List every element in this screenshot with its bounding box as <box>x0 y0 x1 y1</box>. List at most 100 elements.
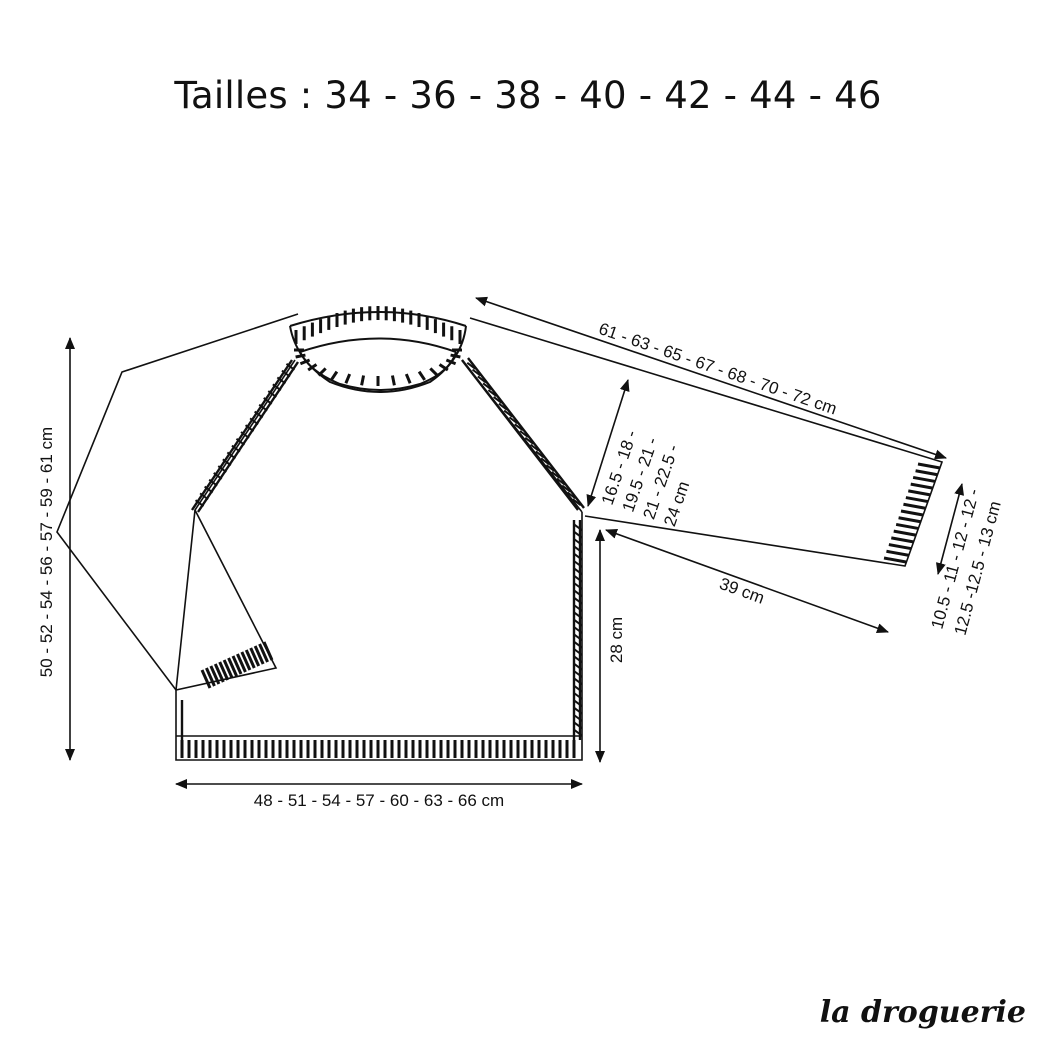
rib-stroke <box>222 458 232 467</box>
rib-stroke <box>404 373 412 384</box>
rib-stroke <box>573 677 583 686</box>
rib-stroke <box>573 589 583 598</box>
rib-stroke <box>908 489 931 497</box>
rib-stroke <box>226 451 236 460</box>
rib-stroke <box>244 424 255 432</box>
rib-stroke <box>262 641 274 661</box>
rib-stroke <box>912 475 936 483</box>
rib-stroke <box>573 618 583 627</box>
rib-stroke <box>253 645 265 665</box>
hem-ribbing <box>176 735 582 758</box>
rib-stroke <box>573 648 583 656</box>
rib-stroke <box>573 552 583 561</box>
rib-stroke <box>213 472 223 480</box>
rib-stroke <box>240 651 252 671</box>
rib-stroke <box>572 498 582 506</box>
rib-stroke <box>573 670 583 678</box>
rib-stroke <box>886 549 909 557</box>
neckband <box>289 306 467 393</box>
armhole-label: 16.5 - 18 - 19.5 - 21 - 21 - 22.5 - 24 c… <box>598 428 693 529</box>
rib-stroke <box>204 485 214 494</box>
rib-stroke <box>200 669 212 689</box>
rib-stroke <box>917 462 941 470</box>
rib-stroke <box>227 657 238 677</box>
rib-stroke <box>205 667 216 687</box>
rib-stroke <box>573 640 583 649</box>
rib-stroke <box>573 582 583 590</box>
rib-stroke <box>573 596 583 605</box>
rib-stroke <box>888 543 912 551</box>
rib-stroke <box>267 390 277 398</box>
rib-stroke <box>231 655 243 675</box>
rib-stroke <box>244 649 256 669</box>
rib-stroke <box>573 626 583 634</box>
rib-stroke <box>258 643 269 663</box>
raglan-cables <box>180 357 585 740</box>
rib-stroke <box>285 363 296 371</box>
right-cuff-ribbing <box>883 462 941 564</box>
rib-stroke <box>573 633 583 642</box>
rib-stroke <box>258 403 268 412</box>
cuff-label: 10.5 - 11 - 12 - 12 - 12.5 -12.5 - 13 cm <box>928 487 1005 637</box>
rib-stroke <box>573 538 583 546</box>
rib-stroke <box>551 471 561 479</box>
rib-stroke <box>360 375 366 386</box>
width-label: 48 - 51 - 54 - 57 - 60 - 63 - 66 cm <box>254 791 504 810</box>
rib-stroke <box>344 373 352 384</box>
rib-stroke <box>573 692 583 700</box>
rib-stroke <box>417 370 426 381</box>
underarm-sleeve-arrow <box>605 529 889 633</box>
page-title: Tailles : 34 - 36 - 38 - 40 - 42 - 44 - … <box>174 74 882 117</box>
brand-logo: la droguerie <box>819 995 1026 1030</box>
rib-stroke <box>573 655 583 664</box>
rib-stroke <box>450 353 461 359</box>
rib-stroke <box>573 567 583 576</box>
dimension-arrows <box>65 296 964 789</box>
rib-stroke <box>573 545 583 554</box>
rib-stroke <box>545 464 555 472</box>
rib-stroke <box>573 714 583 722</box>
rib-stroke <box>573 574 583 583</box>
rib-stroke <box>573 728 583 737</box>
rib-stroke <box>249 417 259 426</box>
rib-stroke <box>573 530 583 539</box>
rib-stroke <box>915 469 938 477</box>
rib-stroke <box>231 444 241 453</box>
body <box>175 509 583 761</box>
sleeve-total-label: 61 - 63 - 65 - 67 - 68 - 70 - 72 cm <box>596 319 839 418</box>
rib-stroke <box>573 523 583 532</box>
sweater-outline <box>56 313 944 761</box>
rib-stroke <box>445 358 457 366</box>
armhole-arrow <box>586 379 630 507</box>
rib-stroke <box>573 684 583 693</box>
rib-stroke <box>281 369 291 378</box>
rib-stroke <box>222 659 234 679</box>
rib-stroke <box>891 536 914 544</box>
rib-stroke <box>466 362 476 370</box>
left-sleeve <box>56 313 299 691</box>
rib-stroke <box>898 516 921 524</box>
rib-stroke <box>213 663 225 683</box>
rib-stroke <box>573 699 583 708</box>
rib-stroke <box>573 662 583 671</box>
rib-stroke <box>235 438 246 446</box>
rib-stroke <box>218 661 230 681</box>
rib-stroke <box>900 509 924 517</box>
cuff-arrow <box>936 483 964 575</box>
rib-stroke <box>903 502 926 510</box>
rib-stroke <box>263 397 273 405</box>
rib-stroke <box>883 556 907 564</box>
rib-stroke <box>307 363 318 372</box>
rib-stroke <box>317 367 327 377</box>
rib-stroke <box>429 367 439 377</box>
rib-stroke <box>217 465 227 473</box>
rib-stroke <box>438 363 449 372</box>
side-body-label: 28 cm <box>607 617 626 663</box>
rib-stroke <box>895 522 919 530</box>
rib-stroke <box>573 560 583 568</box>
rib-stroke <box>295 353 306 359</box>
rib-stroke <box>573 604 583 612</box>
rib-stroke <box>573 706 583 715</box>
rib-stroke <box>540 457 550 466</box>
rib-stroke <box>254 410 264 419</box>
